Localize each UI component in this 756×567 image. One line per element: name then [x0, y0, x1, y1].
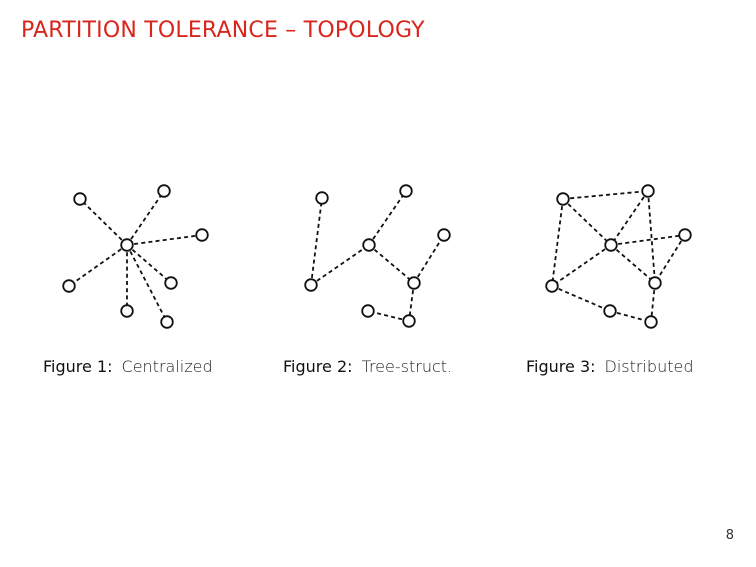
- node: [641, 184, 655, 198]
- figure-caption: Figure 1: Centralized: [43, 356, 213, 378]
- edge: [79, 198, 128, 246]
- node: [402, 314, 416, 328]
- node: [437, 228, 451, 242]
- figure-distributed: Figure 3: Distributed: [525, 170, 725, 400]
- centralized-network-diagram: [62, 184, 209, 329]
- edge: [310, 197, 323, 286]
- edge: [551, 244, 612, 287]
- edge: [310, 244, 370, 286]
- node: [160, 315, 174, 329]
- edge: [126, 244, 172, 284]
- edge: [368, 190, 407, 246]
- edge: [562, 190, 649, 200]
- node: [603, 304, 617, 318]
- node: [604, 238, 618, 252]
- node: [648, 276, 662, 290]
- node: [556, 192, 570, 206]
- node: [399, 184, 413, 198]
- distributed-network-diagram: [545, 184, 692, 329]
- tree-network-diagram: [304, 184, 451, 328]
- edge: [654, 234, 686, 284]
- edge: [647, 190, 656, 284]
- node: [362, 238, 376, 252]
- figure-caption: Figure 2: Tree-struct.: [283, 356, 452, 378]
- figure-tree-structured: Figure 2: Tree-struct.: [282, 170, 477, 400]
- node: [361, 304, 375, 318]
- node: [407, 276, 421, 290]
- node: [545, 279, 559, 293]
- node: [73, 192, 87, 206]
- edge: [551, 198, 564, 287]
- node: [195, 228, 209, 242]
- edge: [368, 244, 415, 284]
- node: [678, 228, 692, 242]
- slide-title: PARTITION TOLERANCE – TOPOLOGY: [21, 18, 425, 43]
- edge: [610, 234, 686, 246]
- edge: [126, 234, 203, 246]
- edge: [126, 244, 168, 323]
- figure-caption-text: Centralized: [121, 357, 213, 376]
- figure-label: Figure 1:: [43, 357, 113, 376]
- hub-node: [120, 238, 134, 252]
- node: [164, 276, 178, 290]
- edge: [68, 244, 128, 287]
- edge: [126, 190, 165, 246]
- node: [62, 279, 76, 293]
- node: [315, 191, 329, 205]
- node: [157, 184, 171, 198]
- page-number: 8: [725, 528, 734, 543]
- node: [120, 304, 134, 318]
- edge: [413, 234, 445, 284]
- figure-centralized: Figure 1: Centralized: [42, 170, 232, 400]
- figure-label: Figure 2:: [283, 357, 353, 376]
- figure-caption-text: Distributed: [604, 357, 694, 376]
- edge: [610, 190, 649, 246]
- edge: [562, 198, 612, 246]
- edge: [551, 285, 611, 312]
- node: [644, 315, 658, 329]
- edge: [610, 244, 656, 284]
- figure-caption: Figure 3: Distributed: [526, 356, 693, 378]
- figure-caption-text: Tree-struct.: [361, 357, 453, 376]
- figure-label: Figure 3:: [526, 357, 596, 376]
- node: [304, 278, 318, 292]
